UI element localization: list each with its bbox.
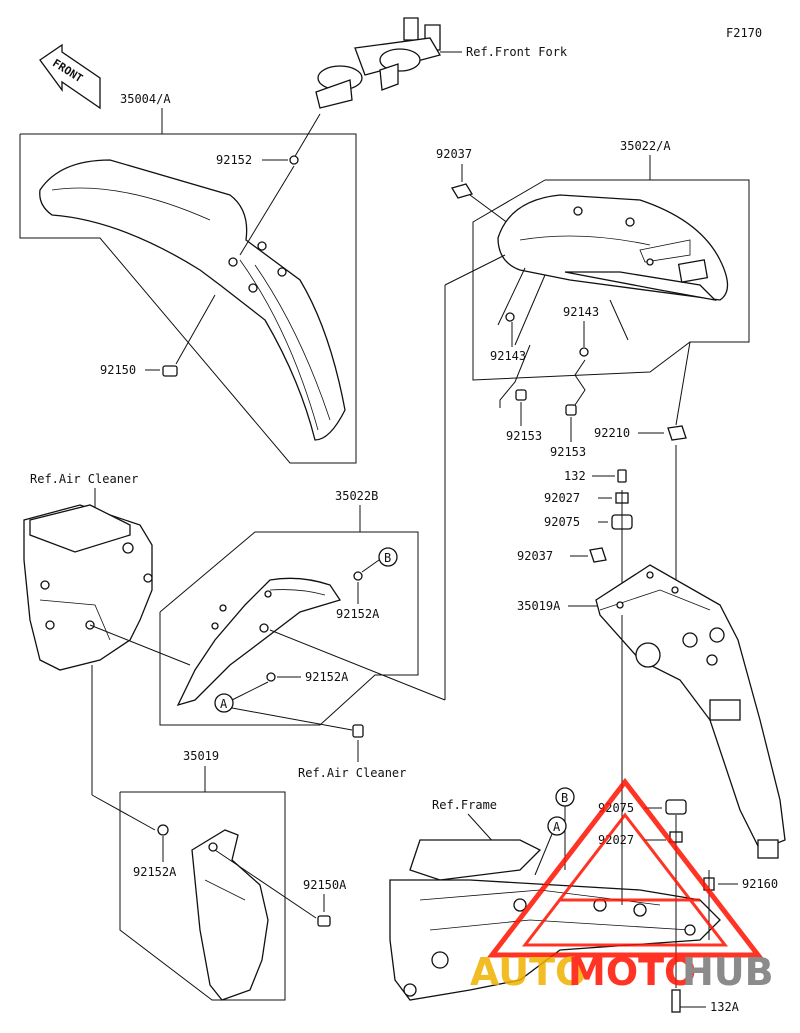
rear-bracket-label: 35019A — [517, 599, 561, 613]
callout-b-2: B — [561, 791, 568, 805]
part-92027-top: 92027 — [544, 491, 580, 505]
front-arrow-icon: FRONT — [39, 43, 101, 110]
washer-92152A-3 — [157, 824, 169, 836]
callout-b-1: B — [384, 551, 391, 565]
watermark-text-3: HUB — [682, 950, 774, 994]
part-92037-mid: 92037 — [517, 549, 553, 563]
rear-bracket-drawing — [595, 564, 786, 859]
frame-drawing — [389, 839, 721, 1001]
flap-b-drawing — [176, 577, 342, 707]
flap-label: 35019 — [183, 749, 219, 763]
bolt-92150A — [317, 915, 331, 927]
bolt-92150 — [162, 365, 178, 377]
flap-drawing — [191, 829, 269, 1001]
ref-frame: Ref.Frame — [432, 798, 497, 812]
part-92160: 92160 — [742, 877, 778, 891]
part-92152A-2: 92152A — [305, 670, 349, 684]
washer-92152A-1 — [353, 571, 363, 581]
bolt-132A — [671, 989, 681, 1013]
grommet-92075-bottom — [665, 799, 687, 815]
clip-92037-mid — [589, 547, 607, 563]
part-92210: 92210 — [594, 426, 630, 440]
part-132: 132 — [564, 469, 586, 483]
watermark-text-2: MOTO — [568, 950, 696, 994]
part-92143-left: 92143 — [490, 349, 526, 363]
rear-fender-drawing — [497, 194, 729, 302]
bolt-92153-left — [515, 389, 527, 401]
rear-fender-label: 35022/A — [620, 139, 671, 153]
bolt-92153-right — [565, 404, 577, 416]
part-92152A-1: 92152A — [336, 607, 380, 621]
part-92143-right: 92143 — [563, 305, 599, 319]
figure-id: F2170 — [726, 26, 762, 40]
washer-92143-right — [579, 347, 589, 357]
part-92150A: 92150A — [303, 878, 347, 892]
part-92152A-3: 92152A — [133, 865, 177, 879]
callout-b-circle-1 — [378, 547, 398, 567]
part-92037-top: 92037 — [436, 147, 472, 161]
part-92153-right: 92153 — [550, 445, 586, 459]
ref-air-cleaner-top: Ref.Air Cleaner — [30, 472, 138, 486]
washer-92152A-2 — [266, 672, 276, 682]
clip-92210 — [667, 425, 687, 441]
part-92075-top: 92075 — [544, 515, 580, 529]
part-92152: 92152 — [216, 153, 252, 167]
ref-air-cleaner-bottom: Ref.Air Cleaner — [298, 766, 406, 780]
air-cleaner-drawing — [23, 504, 153, 671]
front-fork-ref-drawing — [315, 17, 441, 109]
callout-a-circle-2 — [547, 816, 567, 836]
clip-92037-top — [451, 183, 473, 199]
front-fender-label: 35004/A — [120, 92, 171, 106]
callout-a-circle-1 — [214, 693, 234, 713]
callout-a-2: A — [553, 820, 561, 834]
ref-front-fork: Ref.Front Fork — [466, 45, 568, 59]
washer-92152 — [289, 155, 299, 165]
part-132A: 132A — [710, 1000, 740, 1014]
bolt-ref-air-cleaner — [352, 724, 364, 738]
watermark-text-1: AUTO — [470, 950, 587, 994]
part-92153-left: 92153 — [506, 429, 542, 443]
automotohub-watermark-logo: AUTO MOTO HUB — [470, 777, 774, 994]
part-92150: 92150 — [100, 363, 136, 377]
flap-b-label: 35022B — [335, 489, 378, 503]
callout-a-1: A — [220, 697, 228, 711]
front-fender-drawing — [39, 159, 346, 441]
washer-92143-left — [505, 312, 515, 322]
bolt-132 — [617, 469, 627, 483]
